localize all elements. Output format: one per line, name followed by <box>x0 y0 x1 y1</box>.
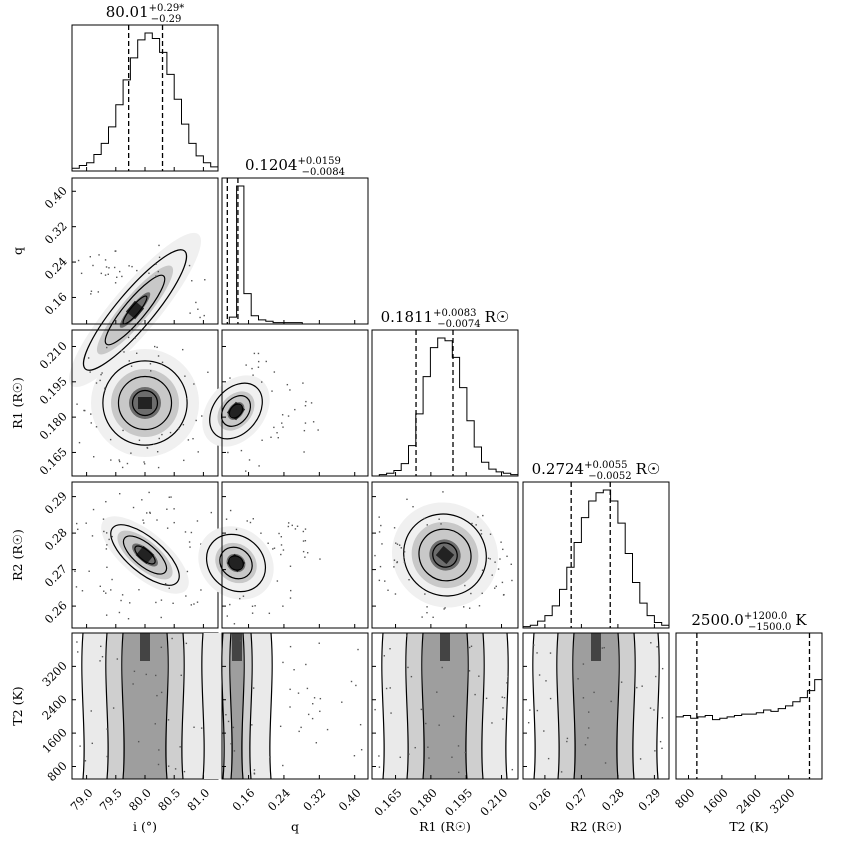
y-tick-label-R1-3: 0.210 <box>37 339 70 372</box>
x-tick-label-R1-0: 0.165 <box>371 786 404 819</box>
y-tick-label-R2-0: 0.26 <box>42 598 70 626</box>
y-tick-label-T2-3: 3200 <box>39 659 70 690</box>
density-panel-R1-q <box>202 352 319 472</box>
y-tick-label-q-0: 0.16 <box>42 290 70 318</box>
density-panel-R2-R1 <box>374 491 513 619</box>
density-panel-T2-i <box>76 632 217 780</box>
density-panel-T2-R2 <box>527 632 664 780</box>
x-axis-label-R1: R1 (R☉) <box>419 819 471 834</box>
y-tick-label-q-1: 0.24 <box>42 254 70 282</box>
x-tick-label-i-2: 80.0 <box>126 786 154 814</box>
x-tick-label-q-3: 0.40 <box>336 786 364 814</box>
y-tick-label-R1-1: 0.180 <box>37 409 70 442</box>
panel-frame-q-q <box>221 177 369 325</box>
x-tick-label-R1-3: 0.210 <box>477 786 510 819</box>
y-tick-label-q-3: 0.40 <box>42 183 70 211</box>
x-axis-label-T2: T2 (K) <box>729 819 768 834</box>
panel-frame-R2-q <box>221 481 369 629</box>
panel-frame-T2-q <box>221 632 369 780</box>
y-tick-label-R2-1: 0.27 <box>42 562 70 590</box>
x-tick-label-i-0: 79.0 <box>68 786 96 814</box>
density-panel-q-i <box>69 232 206 388</box>
panel-frame-T2-R1 <box>371 632 519 780</box>
panel-frame-T2-T2 <box>675 632 823 780</box>
histogram-R1 <box>372 337 519 477</box>
histogram-q <box>222 185 368 325</box>
x-tick-label-R2-0: 0.26 <box>526 786 554 814</box>
x-tick-label-i-3: 80.5 <box>155 786 183 814</box>
x-tick-label-q-2: 0.32 <box>300 786 328 814</box>
x-tick-label-q-0: 0.16 <box>229 786 257 814</box>
x-tick-label-T2-2: 2400 <box>734 786 765 817</box>
x-tick-label-i-4: 81.0 <box>184 786 212 814</box>
y-tick-label-T2-2: 2400 <box>39 692 70 723</box>
density-panel-R2-q <box>198 509 321 625</box>
histogram-R2 <box>522 489 670 628</box>
y-axis-label-q: q <box>10 247 25 255</box>
y-tick-label-T2-0: 800 <box>44 759 69 784</box>
x-tick-label-R1-1: 0.180 <box>407 786 440 819</box>
x-tick-label-T2-1: 1600 <box>700 786 731 817</box>
y-tick-label-R2-2: 0.28 <box>42 525 70 553</box>
panel-frame-R2-R2 <box>522 481 670 629</box>
x-axis-label-R2: R2 (R☉) <box>570 819 622 834</box>
y-tick-label-R1-0: 0.165 <box>37 445 70 478</box>
y-tick-label-T2-1: 1600 <box>39 725 70 756</box>
panel-title-q: 0.1204+0.0159−0.0084 <box>245 156 345 178</box>
y-tick-label-q-2: 0.32 <box>42 219 70 247</box>
histogram-T2 <box>675 679 823 779</box>
x-tick-label-R2-2: 0.28 <box>599 786 627 814</box>
panel-frame-R1-q <box>221 329 369 477</box>
x-axis-label-q: q <box>291 819 299 834</box>
density-panel-T2-R1 <box>374 632 514 780</box>
x-tick-label-i-1: 79.5 <box>97 786 125 814</box>
x-tick-label-R2-1: 0.27 <box>562 786 590 814</box>
panel-title-i: 80.01+0.29*−0.29 <box>106 3 185 25</box>
panel-frame-R1-R1 <box>371 329 519 477</box>
y-axis-label-T2: T2 (K) <box>10 686 25 725</box>
x-tick-label-T2-3: 3200 <box>767 786 798 817</box>
x-tick-label-R1-2: 0.195 <box>442 786 475 819</box>
panel-frame-T2-R2 <box>522 632 670 780</box>
x-tick-label-R2-3: 0.29 <box>635 786 663 814</box>
density-panel-R2-i <box>74 491 214 620</box>
x-tick-label-q-1: 0.24 <box>265 786 293 814</box>
y-axis-label-R1: R1 (R☉) <box>10 377 25 429</box>
y-tick-label-R2-3: 0.29 <box>42 489 70 517</box>
y-tick-label-R1-2: 0.195 <box>37 374 70 407</box>
panel-frame-R2-R1 <box>371 481 519 629</box>
density-panel-R1-i <box>76 336 217 469</box>
y-axis-label-R2: R2 (R☉) <box>10 529 25 581</box>
density-panel-T2-q <box>201 632 363 780</box>
x-tick-label-T2-0: 800 <box>672 786 697 811</box>
x-axis-label-i: i (°) <box>133 819 157 834</box>
corner-panels <box>69 24 823 780</box>
histogram-i <box>71 32 219 171</box>
